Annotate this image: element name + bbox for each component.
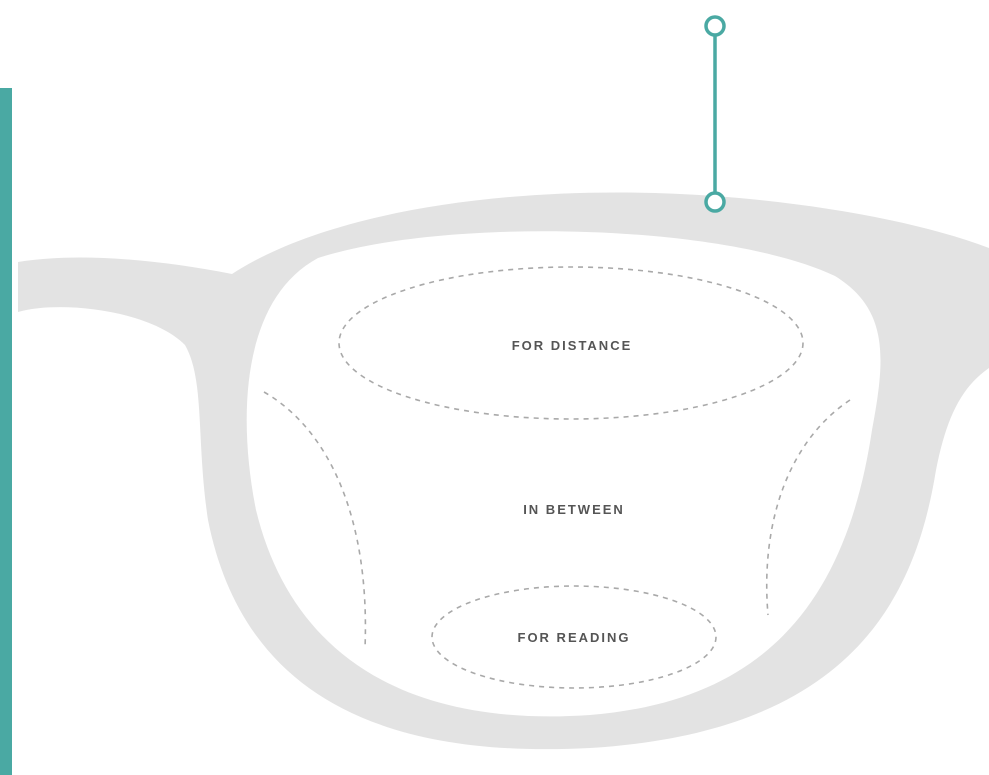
pointer-bottom-node (706, 193, 724, 211)
between-zone-label: IN BETWEEN (523, 502, 625, 517)
pointer-top-node (706, 17, 724, 35)
distance-zone-label: FOR DISTANCE (512, 338, 633, 353)
reading-zone-label: FOR READING (518, 630, 631, 645)
